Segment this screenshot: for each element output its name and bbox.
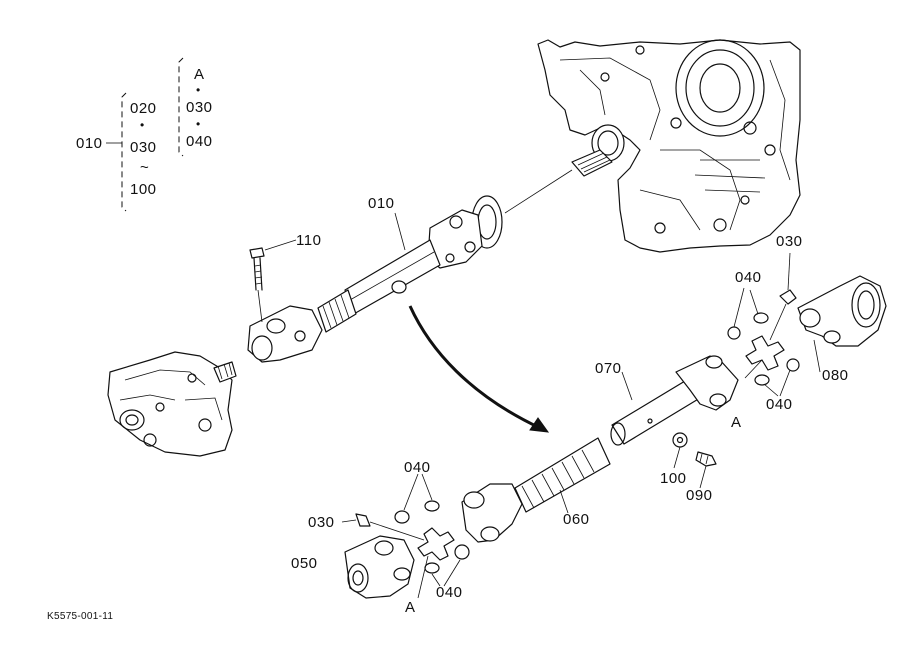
callout-080: 080: [822, 367, 849, 384]
legend-dot-3: •: [196, 117, 201, 131]
left-universal-joint-kit: [344, 500, 470, 599]
transmission-housing: [537, 39, 801, 253]
callout-leaders: [264, 212, 821, 587]
callout-040-right-top: 040: [735, 269, 762, 286]
legend-assembly-a: A: [194, 66, 205, 83]
legend-part-010: 010: [76, 135, 103, 152]
callout-040-left-bottom: 040: [436, 584, 463, 601]
callout-110: 110: [296, 232, 322, 249]
callout-040-right-bottom: 040: [766, 396, 793, 413]
callout-050: 050: [291, 555, 318, 572]
legend-group-100: 100: [130, 181, 157, 198]
legend-dot-2: •: [196, 83, 201, 97]
exploded-view-arrow: [408, 305, 550, 433]
callout-040-left-top: 040: [404, 459, 431, 476]
callout-010: 010: [368, 195, 395, 212]
callout-030-left: 030: [308, 514, 335, 531]
legend-tilde: ~: [140, 159, 150, 176]
right-universal-joint-kit: [727, 275, 887, 386]
legend-group-030: 030: [130, 139, 157, 156]
callout-090: 090: [686, 487, 713, 504]
pump-housing: [107, 351, 237, 457]
callout-a-right: A: [731, 414, 742, 431]
legend-brackets: [106, 57, 184, 212]
callout-100: 100: [660, 470, 687, 487]
exploded-shaft-parts: [461, 355, 739, 543]
legend-assembly-040: 040: [186, 133, 213, 150]
legend-dot-1: •: [140, 118, 145, 132]
legend-group-020: 020: [130, 100, 157, 117]
callout-070: 070: [595, 360, 622, 377]
drive-shaft-assembly: [247, 195, 503, 363]
callout-a-left: A: [405, 599, 416, 616]
figure-code: K5575-001-11: [47, 611, 114, 622]
legend-assembly-030: 030: [186, 99, 213, 116]
callout-060: 060: [563, 511, 590, 528]
callout-030-right: 030: [776, 233, 803, 250]
